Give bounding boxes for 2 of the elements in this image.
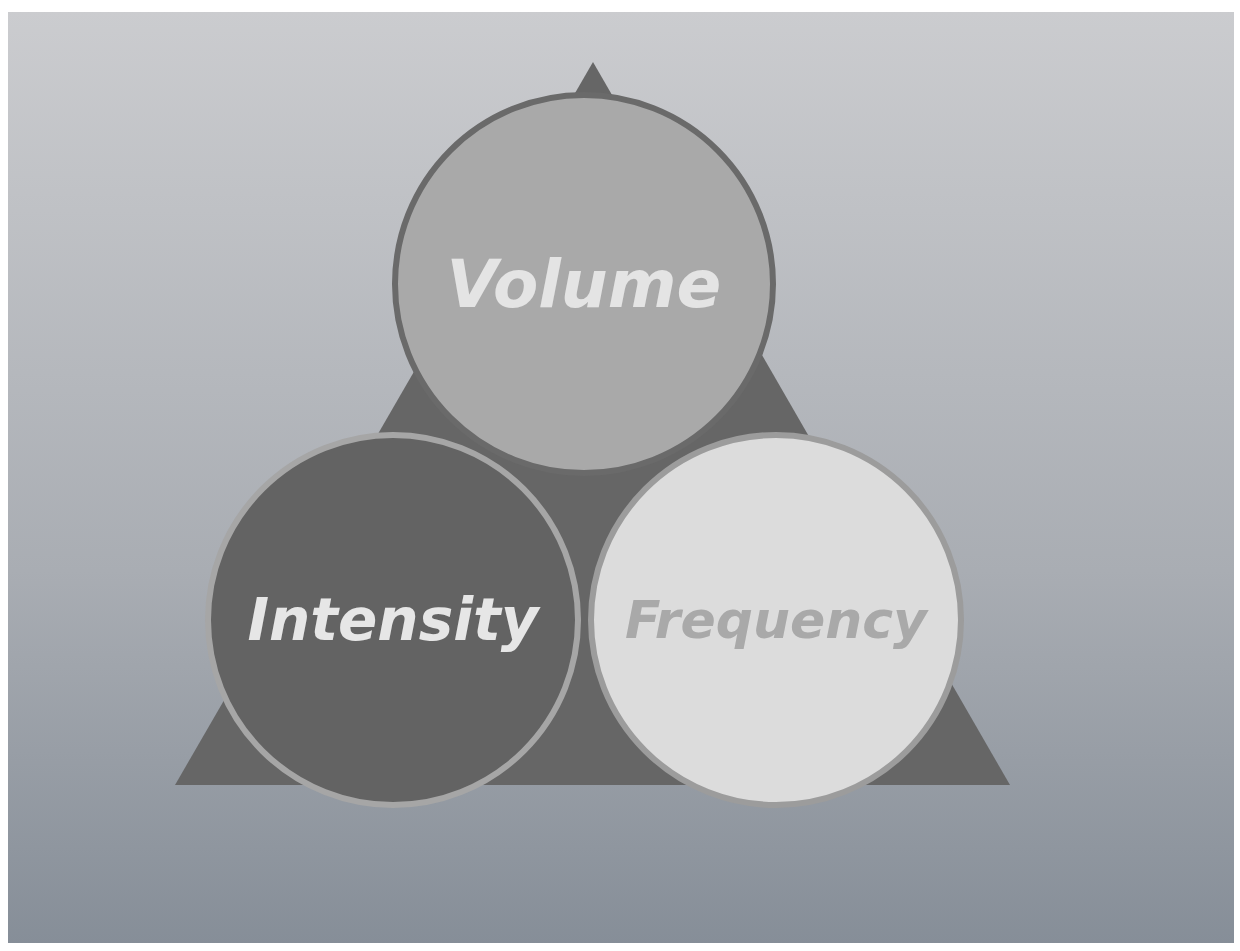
- circle-label: Intensity: [247, 586, 539, 654]
- circle-label: Volume: [446, 245, 722, 323]
